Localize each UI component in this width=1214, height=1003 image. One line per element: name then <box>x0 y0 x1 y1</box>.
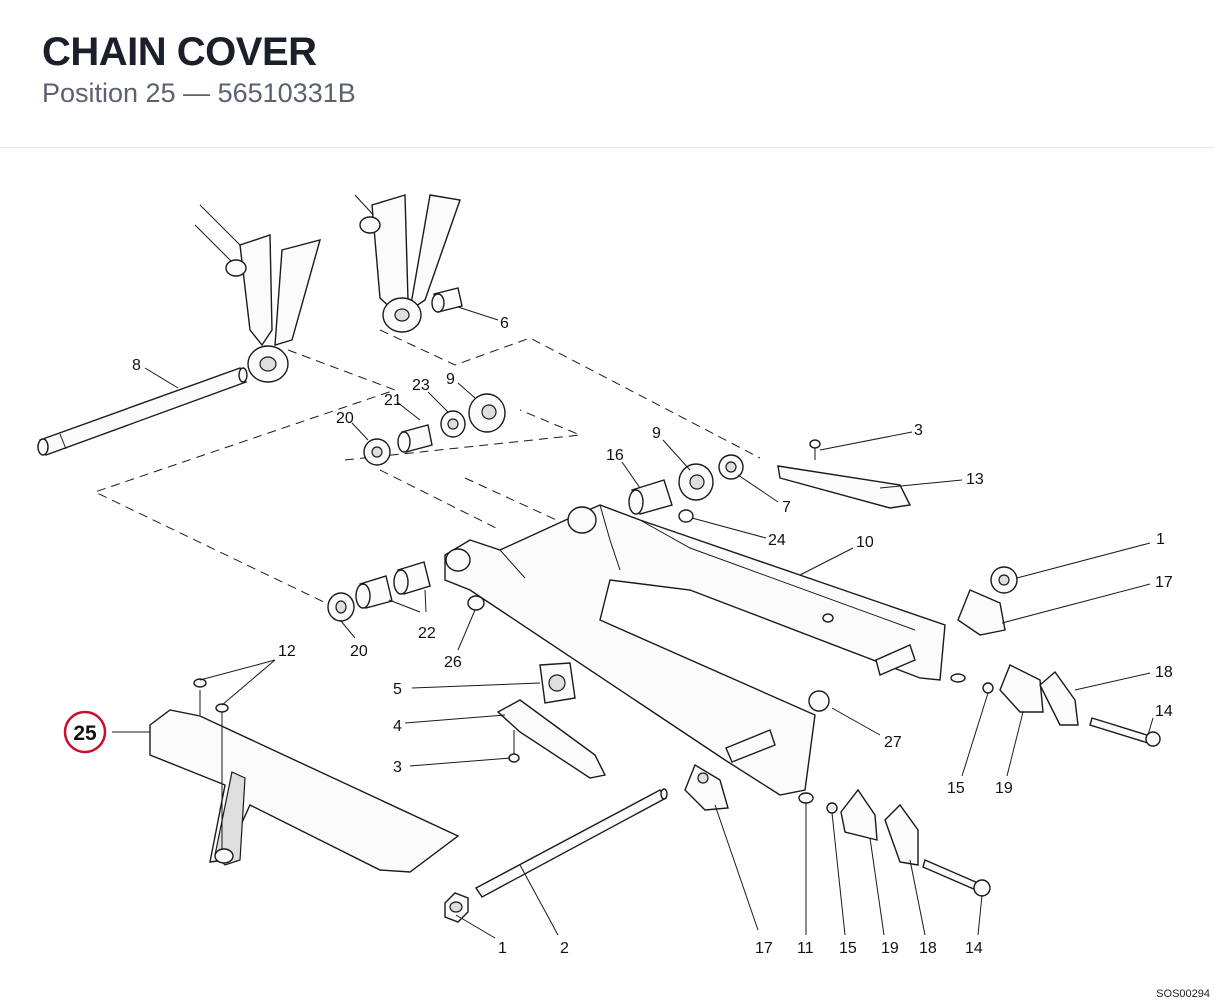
guide-parts-4-5 <box>496 662 607 779</box>
callout-13: 13 <box>966 471 984 488</box>
callout-labels: 8 6 21 23 9 20 3 13 9 16 7 24 10 1 17 18… <box>132 315 1173 957</box>
lower-adjuster-parts <box>798 788 991 897</box>
callout-20: 20 <box>350 643 368 660</box>
highlight-marker: 25 <box>63 710 107 754</box>
callout-24: 24 <box>768 532 786 549</box>
callout-3: 3 <box>914 422 923 439</box>
callout-10: 10 <box>856 534 874 551</box>
highlight-number: 25 <box>73 722 97 745</box>
callout-1: 1 <box>498 940 507 957</box>
bushings-upper <box>363 287 506 466</box>
frame-bracket-right <box>354 194 461 333</box>
callout-5: 5 <box>393 681 402 698</box>
callout-11: 11 <box>797 940 814 957</box>
callout-17: 17 <box>1155 574 1173 591</box>
drawing-code: SOS00294 <box>1156 988 1210 1000</box>
page-title: CHAIN COVER <box>42 30 317 74</box>
callout-1: 1 <box>1156 531 1165 548</box>
chain-slider-part-13 <box>777 439 912 509</box>
callout-23: 23 <box>412 377 430 394</box>
frame-bracket-left <box>194 204 322 383</box>
callout-9: 9 <box>446 371 455 388</box>
callout-12: 12 <box>278 643 296 660</box>
callout-22: 22 <box>418 625 436 642</box>
callout-14: 14 <box>965 940 983 957</box>
callout-20: 20 <box>336 410 354 427</box>
callout-2: 2 <box>560 940 569 957</box>
right-adjuster-parts <box>950 566 1161 747</box>
callout-19: 19 <box>881 940 899 957</box>
chain-cover-part-25 <box>149 678 460 873</box>
bushings-middle <box>628 454 744 523</box>
callout-15: 15 <box>839 940 857 957</box>
callout-17: 17 <box>755 940 773 957</box>
callout-26: 26 <box>444 654 462 671</box>
callout-27: 27 <box>884 734 902 751</box>
axle-shaft-part-2 <box>444 788 668 923</box>
page-subtitle: Position 25 — 56510331B <box>42 78 356 108</box>
callout-4: 4 <box>393 718 402 735</box>
callout-7: 7 <box>782 499 791 516</box>
callout-19: 19 <box>995 780 1013 797</box>
callout-18: 18 <box>919 940 937 957</box>
callout-15: 15 <box>947 780 965 797</box>
callout-9: 9 <box>652 425 661 442</box>
swingarm-part-10 <box>444 504 946 796</box>
header: CHAIN COVER Position 25 — 56510331B <box>0 0 1214 148</box>
callout-21: 21 <box>384 392 402 409</box>
mount-bracket-part-17 <box>684 763 729 811</box>
callout-18: 18 <box>1155 664 1173 681</box>
callout-3: 3 <box>393 759 402 776</box>
pivot-shaft-part-8 <box>37 367 248 456</box>
leader-lines <box>112 306 1154 939</box>
callout-14: 14 <box>1155 703 1173 720</box>
callout-16: 16 <box>606 447 624 464</box>
callout-6: 6 <box>500 315 509 332</box>
callout-8: 8 <box>132 357 141 374</box>
